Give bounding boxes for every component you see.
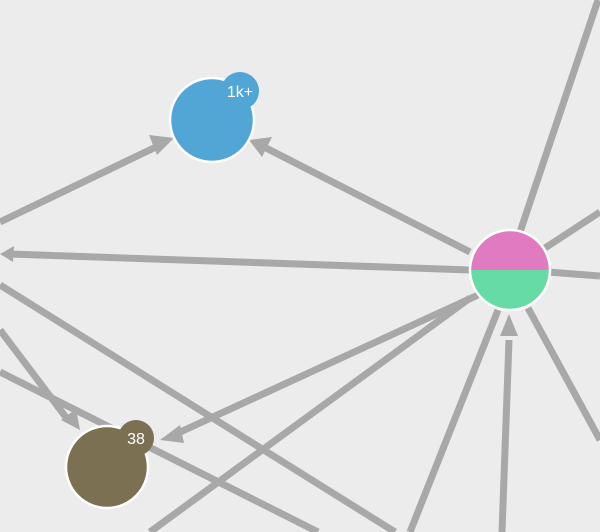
- split-node[interactable]: [468, 228, 552, 312]
- count-badge: [221, 72, 259, 110]
- edge: [264, 144, 472, 256]
- edge: [524, 306, 600, 442]
- node-layer: 1k+ 38: [64, 72, 552, 510]
- edge: [147, 295, 473, 532]
- edge: [9, 250, 471, 274]
- node-outline: [468, 228, 552, 312]
- edge: [174, 291, 480, 438]
- edge: [516, 0, 600, 234]
- count-badge: [118, 420, 154, 456]
- edge: [0, 282, 397, 532]
- arrowhead: [249, 137, 272, 157]
- edge: [543, 209, 600, 251]
- arrowhead-layer: [0, 135, 518, 443]
- olive-node[interactable]: 38: [64, 420, 154, 510]
- edge: [0, 327, 71, 423]
- edge: [498, 339, 513, 532]
- edge: [0, 142, 160, 226]
- arrowhead: [61, 409, 80, 430]
- blue-node[interactable]: 1k+: [168, 72, 259, 164]
- edge: [0, 368, 320, 532]
- count-badge-text: 38: [127, 431, 145, 448]
- edge: [406, 308, 502, 532]
- arrowhead: [160, 425, 184, 443]
- edge: [547, 268, 600, 280]
- arrowhead: [0, 246, 14, 262]
- arrowhead: [500, 314, 518, 336]
- arrowhead: [149, 135, 174, 155]
- count-badge-text: 1k+: [227, 84, 253, 101]
